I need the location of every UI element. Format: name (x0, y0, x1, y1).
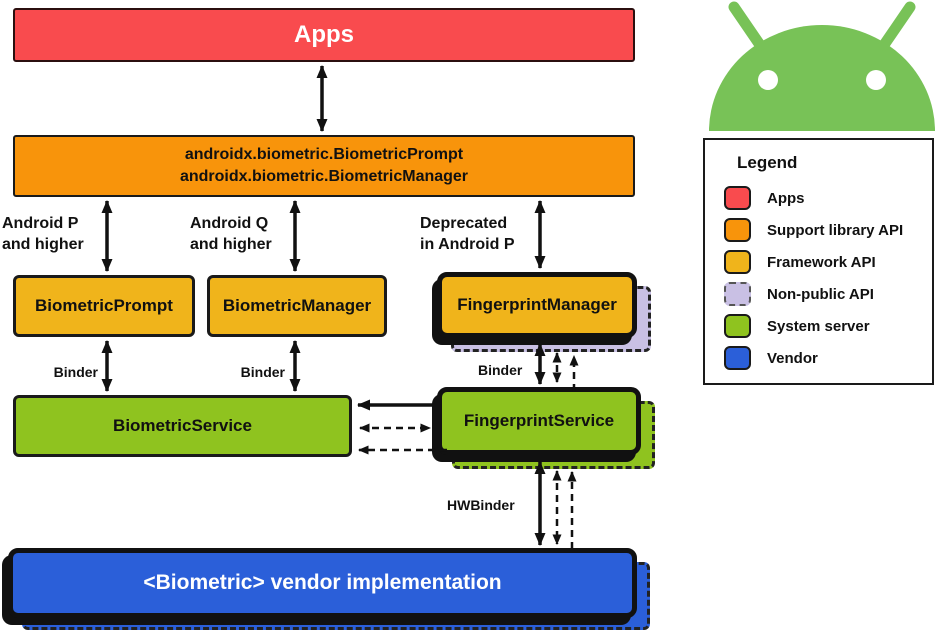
fingerprintmanager-box: FingerprintManager (437, 272, 637, 338)
legend-item-vendor: Vendor (724, 346, 932, 370)
fingerprintservice-box: FingerprintService (437, 387, 641, 455)
legend-item-non-public-api: Non-public API (724, 282, 932, 306)
legend-item-label: Vendor (767, 349, 818, 367)
legend-item-label: Non-public API (767, 285, 874, 303)
android-p-and-higher-label: Android P and higher (2, 215, 84, 253)
androidx-biometricprompt-line: androidx.biometric.BiometricPrompt (184, 146, 464, 164)
apps-box: Apps (13, 8, 635, 62)
biometricservice-box: BiometricService (13, 395, 352, 457)
biometricprompt-box: BiometricPrompt (13, 275, 195, 337)
binder-label-biometricprompt: Binder (53, 364, 98, 380)
legend-item-label: Framework API (767, 253, 876, 271)
vendor-color-swatch (724, 346, 751, 370)
legend-item-system-server: System server (724, 314, 932, 338)
non-public-api-color-swatch (724, 282, 751, 306)
legend-item-support-library-api: Support library API (724, 218, 932, 242)
hwbinder-label: HWBinder (447, 497, 515, 513)
legend-title: Legend (737, 153, 798, 172)
legend-item-label: Apps (767, 189, 805, 207)
android-robot-icon (709, 1, 935, 131)
androidx-biometricmanager-line: androidx.biometric.BiometricManager (179, 168, 469, 185)
support-library-color-swatch (724, 218, 751, 242)
binder-label-fingerprint: Binder (478, 362, 523, 378)
android-q-and-higher-label: Android Q and higher (190, 215, 272, 253)
legend-item-apps: Apps (724, 186, 932, 210)
legend-item-label: System server (767, 317, 870, 335)
binder-label-biometricmanager: Binder (240, 364, 285, 380)
deprecated-in-android-p-label: Deprecated in Android P (420, 215, 515, 253)
androidx-biometric-box: androidx.biometric.BiometricPrompt andro… (13, 135, 635, 197)
apps-color-swatch (724, 186, 751, 210)
vendor-implementation-box: <Biometric> vendor implementation (8, 548, 637, 618)
biometricmanager-box: BiometricManager (207, 275, 387, 337)
framework-api-color-swatch (724, 250, 751, 274)
legend-panel: Legend Apps Support library API Framewor… (703, 138, 934, 385)
legend-item-framework-api: Framework API (724, 250, 932, 274)
system-server-color-swatch (724, 314, 751, 338)
legend-item-label: Support library API (767, 221, 904, 239)
